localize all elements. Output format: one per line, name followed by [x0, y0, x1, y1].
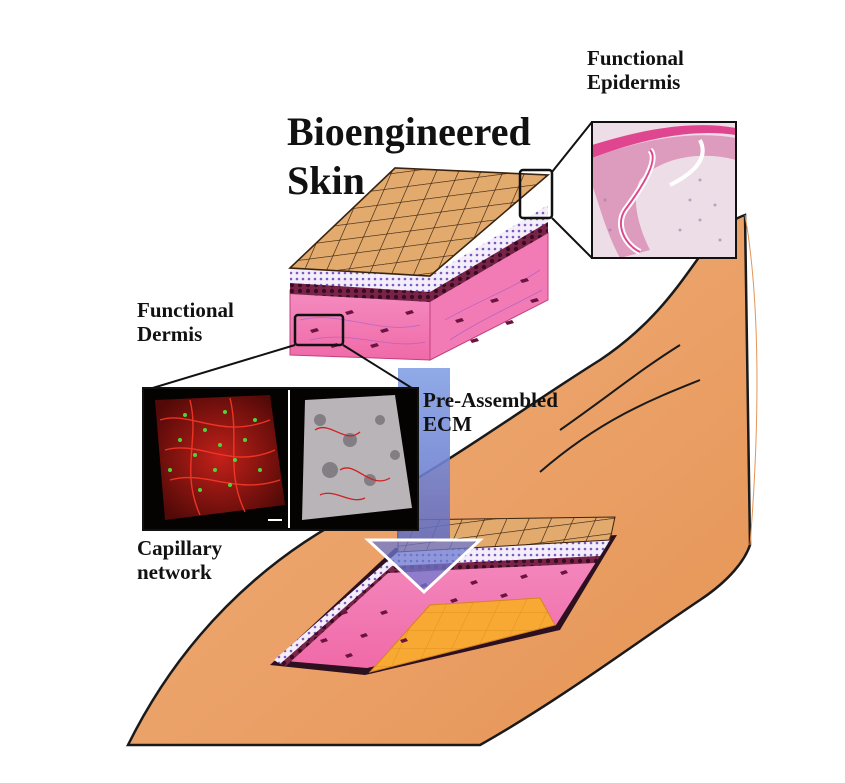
histology-micrograph — [591, 121, 737, 259]
ecm-confocal-image — [288, 390, 412, 528]
dermis-label-line-1: Functional — [137, 298, 234, 322]
ecm-label: Pre-Assembled ECM — [423, 388, 558, 436]
title-line-2: Skin — [287, 157, 365, 203]
dermis-label: Functional Dermis — [137, 298, 234, 346]
ecm-label-line-1: Pre-Assembled — [423, 388, 558, 412]
dermis-label-line-2: Dermis — [137, 322, 203, 347]
title-line-1: Bioengineered — [287, 109, 531, 154]
capillary-label-line-1: Capillary — [137, 536, 223, 560]
capillary-label-line-2: network — [137, 560, 212, 585]
capillary-label: Capillary network — [137, 536, 222, 584]
epidermis-label: Functional Epidermis — [587, 46, 684, 94]
zoom-connector-lines — [145, 121, 593, 391]
epidermis-label-line-2: Epidermis — [587, 70, 681, 95]
skin-block-3d-illustration — [288, 167, 554, 361]
epidermis-label-line-1: Functional — [587, 46, 684, 70]
diagram-title: Bioengineered Skin — [287, 108, 531, 206]
ecm-label-line-2: ECM — [423, 412, 472, 437]
